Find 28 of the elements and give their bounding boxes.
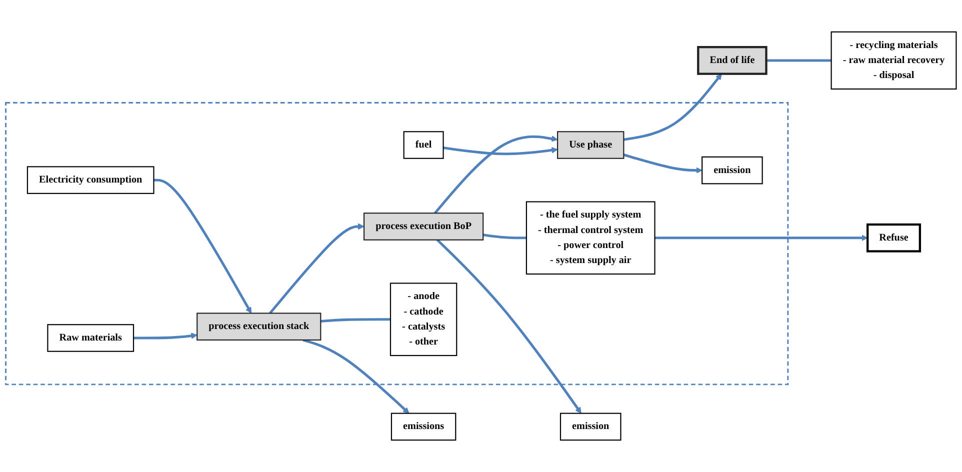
node-box: fuel <box>403 131 444 159</box>
connector <box>482 234 526 240</box>
node-box: End of life <box>697 46 768 75</box>
arrow <box>654 234 868 242</box>
node-box: Raw materials <box>47 324 134 352</box>
node-box: emissions <box>390 412 456 441</box>
node-box: emission <box>702 156 763 184</box>
arrow <box>302 338 410 414</box>
arrow <box>623 74 722 141</box>
arrow <box>443 146 558 156</box>
arrow <box>134 332 198 340</box>
node-box: Use phase <box>557 131 624 159</box>
node-box: Electricity consumption <box>26 166 154 194</box>
arrow <box>434 135 558 214</box>
node-box: - recycling materials - raw material recovery - disposal <box>830 31 957 90</box>
arrow <box>436 238 582 414</box>
node-box: emission <box>560 412 622 441</box>
connector <box>320 318 390 323</box>
arrow <box>269 223 364 314</box>
arrow <box>154 178 252 314</box>
node-box: process execution stack <box>196 312 322 341</box>
connector <box>766 59 832 62</box>
node-box: - anode - cathode - catalysts - other <box>390 282 458 356</box>
cluster <box>5 102 789 386</box>
arrow <box>623 154 702 174</box>
node-box: - the fuel supply system - thermal control system - power control - system supply air <box>526 201 656 275</box>
node-box: Refuse <box>866 223 922 252</box>
node-box: process execution BoP <box>363 212 484 240</box>
